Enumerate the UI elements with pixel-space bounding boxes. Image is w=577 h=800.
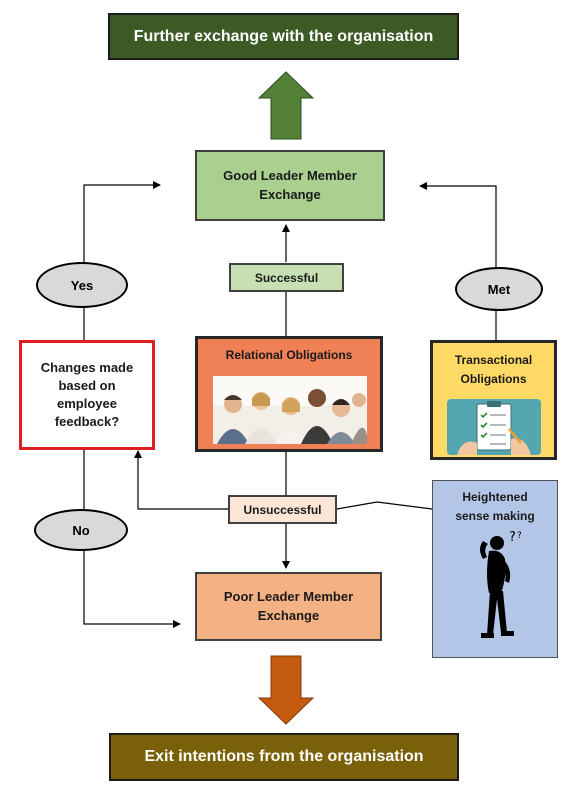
unsuccessful-label: Unsuccessful <box>243 502 322 517</box>
arrow-unsuccessful-to-changes <box>134 450 228 510</box>
further-exchange-label: Further exchange with the organisation <box>133 27 434 45</box>
yes-label: Yes <box>70 277 94 293</box>
relational-label: Relational Obligations <box>225 348 353 362</box>
sense-making-box: Heightened sense making ? ? <box>432 480 558 658</box>
line-unsuccessful-to-sense <box>336 501 433 510</box>
arrow-yes-to-good <box>83 181 161 262</box>
unsuccessful-box: Unsuccessful <box>228 495 337 524</box>
team-photo <box>213 376 367 444</box>
down-arrow-large <box>257 655 315 725</box>
svg-text:?: ? <box>517 531 522 541</box>
changes-label: Changes made based on employee feedback? <box>40 359 134 430</box>
transactional-label: Transactional Obligations <box>454 353 533 386</box>
sense-making-label: Heightened sense making <box>455 490 535 523</box>
arrow-met-to-good <box>419 182 497 267</box>
transactional-obligations-box: Transactional Obligations <box>430 340 557 460</box>
yes-ellipse: Yes <box>36 262 128 308</box>
confused-person-icon: ? ? <box>480 530 522 638</box>
poor-lmx-box: Poor Leader Member Exchange <box>195 572 382 641</box>
poor-lmx-label: Poor Leader Member Exchange <box>223 588 354 623</box>
exit-intentions-box: Exit intentions from the organisation <box>109 733 459 781</box>
no-ellipse: No <box>34 509 128 551</box>
successful-box: Successful <box>229 263 344 292</box>
up-arrow-large <box>257 71 315 140</box>
relational-obligations-box: Relational Obligations <box>195 336 383 452</box>
svg-text:?: ? <box>509 530 516 545</box>
changes-decision-box: Changes made based on employee feedback? <box>19 340 155 450</box>
arrow-no-to-poor <box>83 551 181 628</box>
further-exchange-box: Further exchange with the organisation <box>108 13 459 60</box>
met-label: Met <box>487 281 511 297</box>
met-ellipse: Met <box>455 267 543 311</box>
exit-intentions-label: Exit intentions from the organisation <box>144 748 424 765</box>
good-lmx-box: Good Leader Member Exchange <box>195 150 385 221</box>
good-lmx-label: Good Leader Member Exchange <box>223 167 357 202</box>
successful-label: Successful <box>254 270 319 285</box>
no-label: No <box>72 522 90 538</box>
checklist-icon <box>447 399 541 455</box>
